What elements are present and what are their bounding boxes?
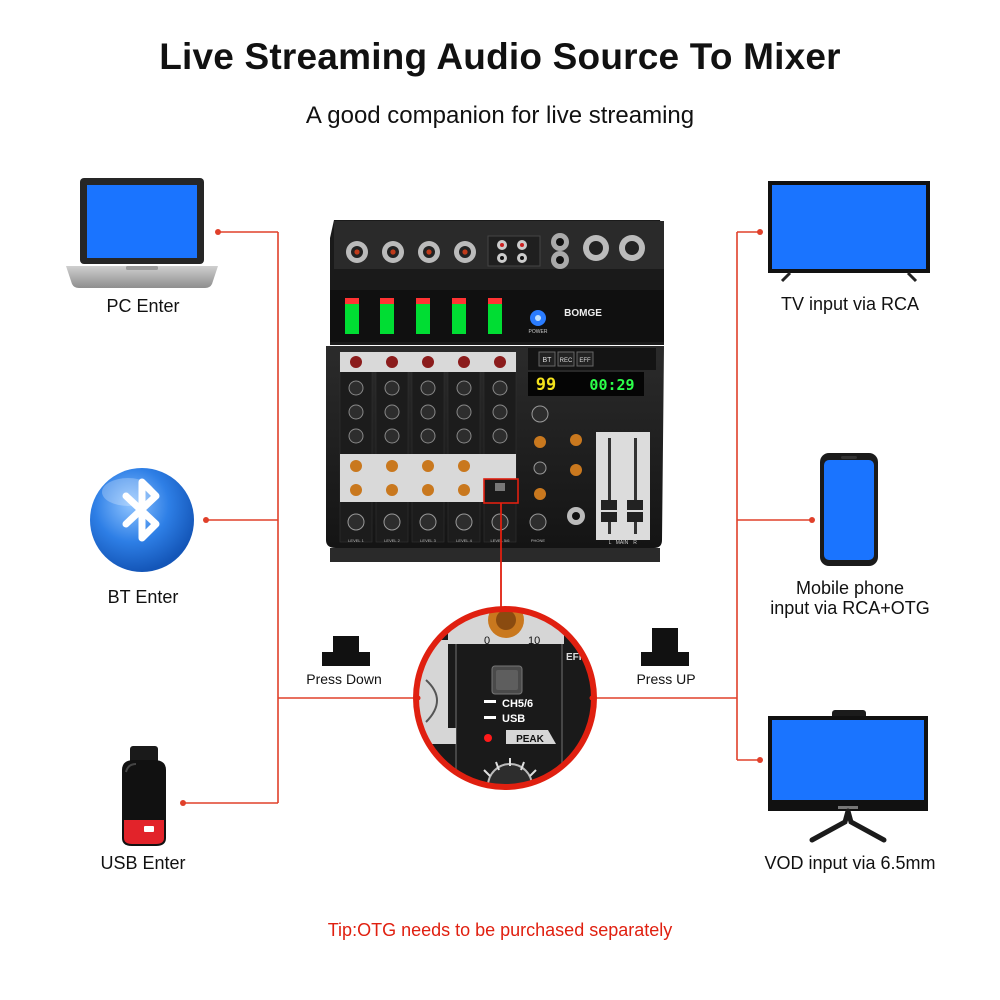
tv-input-label: TV input via RCA [760, 294, 940, 315]
monitor-icon [768, 710, 928, 840]
fader-l-label: L [609, 540, 612, 546]
zoom-scale-10: 10 [528, 635, 540, 647]
display-right: 00:29 [589, 376, 634, 394]
fader-main-label: MAIN [616, 540, 629, 546]
usb-enter-label: USB Enter [70, 853, 216, 874]
bt-enter-label: BT Enter [70, 587, 216, 608]
press-up-label: Press UP [618, 671, 714, 687]
press-down-icon [322, 636, 370, 666]
tip-note: Tip:OTG needs to be purchased separately [0, 920, 1000, 941]
zoom-scale-0: 0 [484, 635, 490, 647]
main-faders [596, 432, 650, 540]
audio-mixer: POWER BOMGE [326, 220, 664, 562]
level-label-phone: PHONE [531, 538, 546, 543]
mixer-brand: BOMGE [564, 308, 602, 319]
rec-button-label: REC [560, 358, 573, 364]
mobile-phone-icon [820, 453, 878, 566]
press-down-label: Press Down [296, 671, 392, 687]
level-label-1: LEVEL 1 [348, 538, 364, 543]
zoom-usb-label: USB [502, 713, 525, 725]
level-label-3: LEVEL 3 [420, 538, 436, 543]
zoom-magnifier: 0 10 EFF CH5/6 USB PEAK [410, 602, 600, 808]
bluetooth-icon [90, 468, 194, 572]
level-label-4: LEVEL 4 [456, 538, 472, 543]
display-left: 99 [536, 375, 556, 395]
bt-button-label: BT [543, 357, 553, 364]
eff-button-label: EFF [579, 358, 591, 364]
gain-knobs [340, 352, 516, 372]
zoom-ch56-label: CH5/6 [502, 698, 533, 710]
usb-drive-icon [122, 746, 166, 846]
tv-icon [768, 181, 930, 281]
mobile-label-line1: Mobile phone [750, 578, 950, 599]
level-label-2: LEVEL 2 [384, 538, 400, 543]
fader-r-label: R [633, 540, 637, 546]
vod-input-label: VOD input via 6.5mm [740, 853, 960, 874]
pc-enter-label: PC Enter [70, 296, 216, 317]
laptop-icon [66, 178, 218, 288]
mobile-label-line2: input via RCA+OTG [750, 598, 950, 619]
power-label: POWER [529, 329, 548, 335]
press-up-icon [641, 628, 689, 666]
zoom-peak-label: PEAK [516, 734, 545, 745]
